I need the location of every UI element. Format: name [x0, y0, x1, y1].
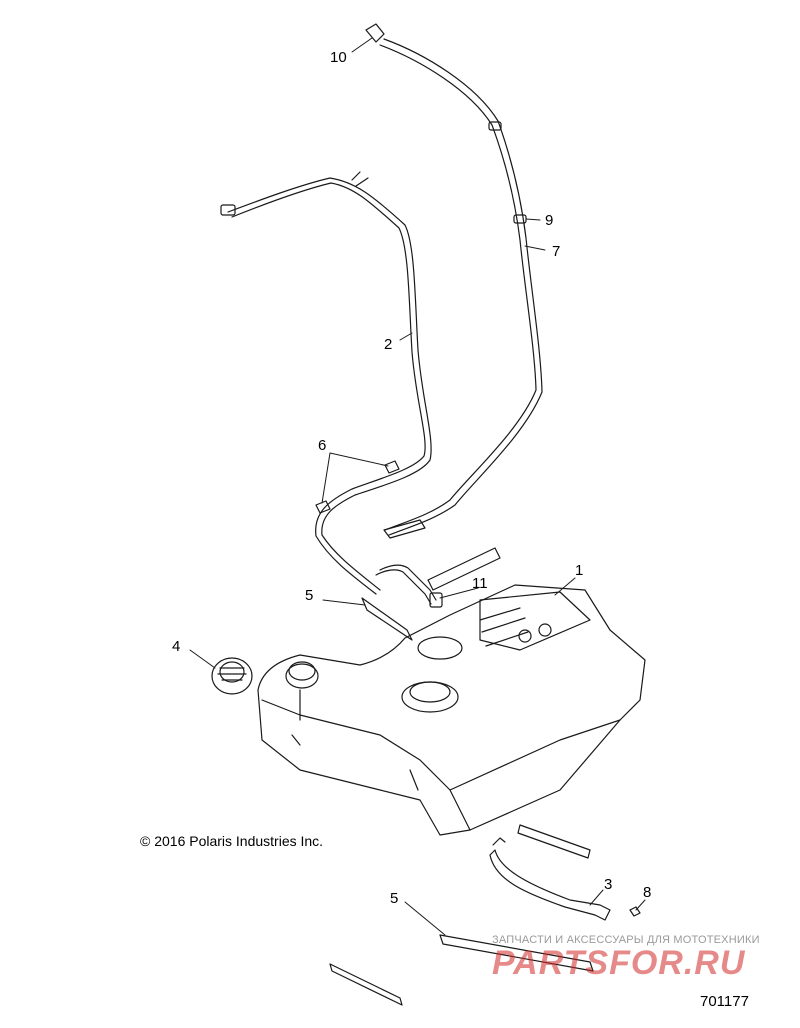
leader-5b	[404, 901, 446, 936]
fuel-pump-mount	[401, 681, 459, 713]
hose-clamp-upper	[488, 121, 502, 131]
bolt-8	[629, 906, 641, 917]
leader-3	[589, 889, 604, 906]
callout-7: 7	[552, 243, 560, 260]
leader-8	[635, 899, 646, 911]
foam-strips	[329, 547, 594, 1006]
strip-right	[517, 824, 591, 859]
strip-bottom-a	[439, 934, 594, 972]
leader-5a	[322, 599, 366, 606]
strip-left	[361, 597, 413, 641]
tank-strap	[489, 837, 641, 921]
hose-end-fitting	[220, 204, 236, 216]
callout-4: 4	[172, 638, 180, 655]
clip-upper	[384, 460, 400, 474]
callout-1: 1	[575, 562, 583, 579]
leader-10	[351, 37, 373, 53]
leader-6	[321, 452, 389, 504]
callout-5a: 5	[305, 587, 313, 604]
strip-top	[427, 547, 501, 591]
callout-3: 3	[604, 876, 612, 893]
document-number: 701177	[700, 993, 749, 1010]
callout-6: 6	[318, 437, 326, 454]
hose-clamp	[351, 171, 369, 187]
fuel-tank	[257, 584, 646, 836]
leader-4	[189, 649, 216, 669]
leader-1	[554, 577, 576, 596]
fuel-cap	[211, 657, 253, 695]
watermark-logo: PARTSFOR.RU	[492, 944, 746, 982]
tank-top-panel	[479, 591, 591, 651]
leader-11	[439, 587, 479, 599]
strip-bottom-b	[329, 963, 403, 1006]
callout-8: 8	[643, 884, 651, 901]
callout-10: 10	[330, 49, 347, 66]
sender-mount	[417, 636, 463, 660]
callout-2: 2	[384, 336, 392, 353]
callout-9: 9	[545, 212, 553, 229]
leader-2	[399, 332, 413, 341]
copyright-notice: © 2016 Polaris Industries Inc.	[140, 833, 324, 849]
leader-9	[525, 218, 541, 221]
hose-end-flat	[383, 519, 426, 539]
hose-connector-10	[365, 23, 385, 43]
hose-clips	[315, 460, 400, 514]
callout-11: 11	[472, 575, 488, 592]
vent-hose-left	[220, 171, 437, 605]
filler-neck	[285, 663, 319, 689]
leader-7	[524, 245, 546, 251]
watermark-tagline: ЗАПЧАСТИ И АКСЕССУАРЫ ДЛЯ МОТОТЕХНИКИ	[492, 934, 760, 946]
clip-lower	[315, 500, 331, 514]
callout-labels: 1 2 3 4 5 5 6 7 8 9 10 11	[172, 49, 651, 907]
vent-hose-right	[365, 23, 543, 539]
leader-lines	[189, 37, 646, 936]
callout-5b: 5	[390, 890, 398, 907]
vent-fitting-11	[429, 592, 443, 608]
